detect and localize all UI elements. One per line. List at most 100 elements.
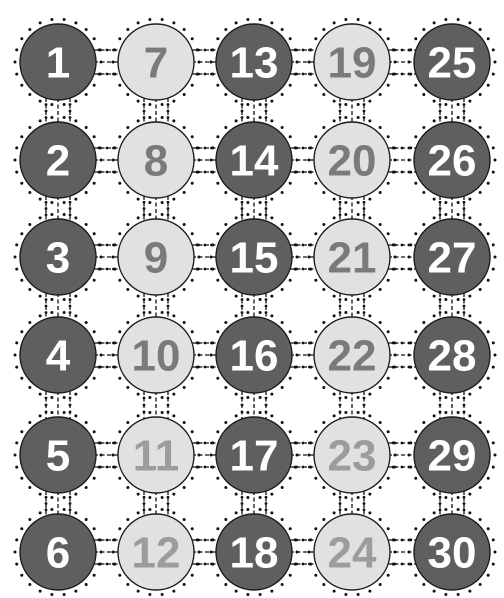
circle-bead [183, 28, 186, 31]
circle-bead [444, 396, 447, 399]
circle-bead [357, 396, 360, 399]
circle-number: 25 [428, 39, 477, 88]
circle-bead [270, 216, 273, 219]
vertical-connector-bead [463, 496, 466, 499]
circle-bead [112, 256, 115, 259]
circle-bead [408, 551, 411, 554]
circle-bead [487, 37, 490, 40]
circle-bead [112, 61, 115, 64]
horizontal-connector-bead [302, 73, 305, 76]
circle-bead [422, 93, 425, 96]
circle-bead [387, 232, 390, 235]
circle-bead [50, 496, 53, 499]
circle-bead [74, 493, 77, 496]
horizontal-connector-bead [302, 268, 305, 271]
circle-bead [183, 518, 186, 521]
circle-bead [137, 100, 140, 103]
vertical-connector-bead [45, 103, 48, 106]
circle-bead [457, 213, 460, 216]
circle-bead [246, 396, 249, 399]
circle-bead [191, 37, 194, 40]
circle-bead [126, 93, 129, 96]
circle-bead [487, 527, 490, 530]
vertical-connector-bead [339, 404, 342, 407]
circle-bead [457, 116, 460, 119]
circle-bead [161, 213, 164, 216]
circle-bead [296, 256, 299, 259]
circle-bead [270, 295, 273, 298]
circle-bead [148, 508, 151, 511]
circle-bead [444, 116, 447, 119]
circle-bead [211, 243, 214, 246]
vertical-connector-bead [363, 213, 366, 216]
circle-bead [216, 279, 219, 282]
circle-bead [387, 527, 390, 530]
horizontal-connector-bead [302, 442, 305, 445]
circle-bead [113, 73, 116, 76]
circle-bead [281, 93, 284, 96]
circle-bead [281, 223, 284, 226]
circle-bead [281, 421, 284, 424]
circle-bead [15, 268, 18, 271]
circle-bead [494, 354, 497, 357]
vertical-connector-bead [363, 110, 366, 113]
vertical-connector-bead [439, 110, 442, 113]
circle-bead [392, 538, 395, 541]
circle-bead [270, 119, 273, 122]
vertical-connector-bead [69, 305, 72, 308]
horizontal-connector-bead [401, 366, 404, 369]
grid-cell-27: 27 [408, 213, 497, 301]
vertical-connector-bead [69, 103, 72, 106]
circle-bead [98, 48, 101, 51]
circle-bead [387, 37, 390, 40]
circle-bead [322, 518, 325, 521]
circle-bead [148, 593, 151, 596]
circle-bead [85, 28, 88, 31]
circle-number: 11 [133, 432, 180, 481]
circle-bead [211, 538, 214, 541]
circle-bead [414, 135, 417, 138]
circle-bead [148, 396, 151, 399]
vertical-connector-bead [143, 110, 146, 113]
circle-bead [172, 119, 175, 122]
vertical-connector-bead [167, 298, 170, 301]
vertical-connector-bead [439, 502, 442, 505]
vertical-connector-bead [167, 201, 170, 204]
circle-bead [50, 103, 53, 106]
vertical-connector-bead [463, 201, 466, 204]
circle-bead [433, 295, 436, 298]
circle-bead [270, 393, 273, 396]
circle-number: 19 [328, 39, 377, 88]
circle-bead [224, 28, 227, 31]
circle-bead [98, 441, 101, 444]
vertical-connector-bead [463, 207, 466, 210]
horizontal-connector-bead [204, 268, 207, 271]
vertical-connector-bead [463, 110, 466, 113]
circle-bead [216, 135, 219, 138]
circle-bead [492, 366, 495, 369]
vertical-connector-bead [167, 305, 170, 308]
circle-bead [216, 430, 219, 433]
circle-bead [63, 508, 66, 511]
circle-bead [28, 486, 31, 489]
circle-bead [118, 84, 121, 87]
circle-bead [414, 527, 417, 530]
vertical-connector-bead [45, 397, 48, 400]
vertical-connector-bead [143, 404, 146, 407]
vertical-connector-bead [45, 311, 48, 314]
circle-bead [113, 171, 116, 174]
circle-bead [314, 182, 317, 185]
circle-bead [98, 146, 101, 149]
vertical-connector-bead [463, 103, 466, 106]
circle-bead [479, 288, 482, 291]
circle-bead [344, 496, 347, 499]
circle-bead [422, 486, 425, 489]
circle-bead [468, 216, 471, 219]
circle-bead [113, 466, 116, 469]
circle-bead [28, 288, 31, 291]
circle-bead [409, 366, 412, 369]
circle-bead [457, 201, 460, 204]
circle-bead [15, 366, 18, 369]
circle-bead [314, 279, 317, 282]
